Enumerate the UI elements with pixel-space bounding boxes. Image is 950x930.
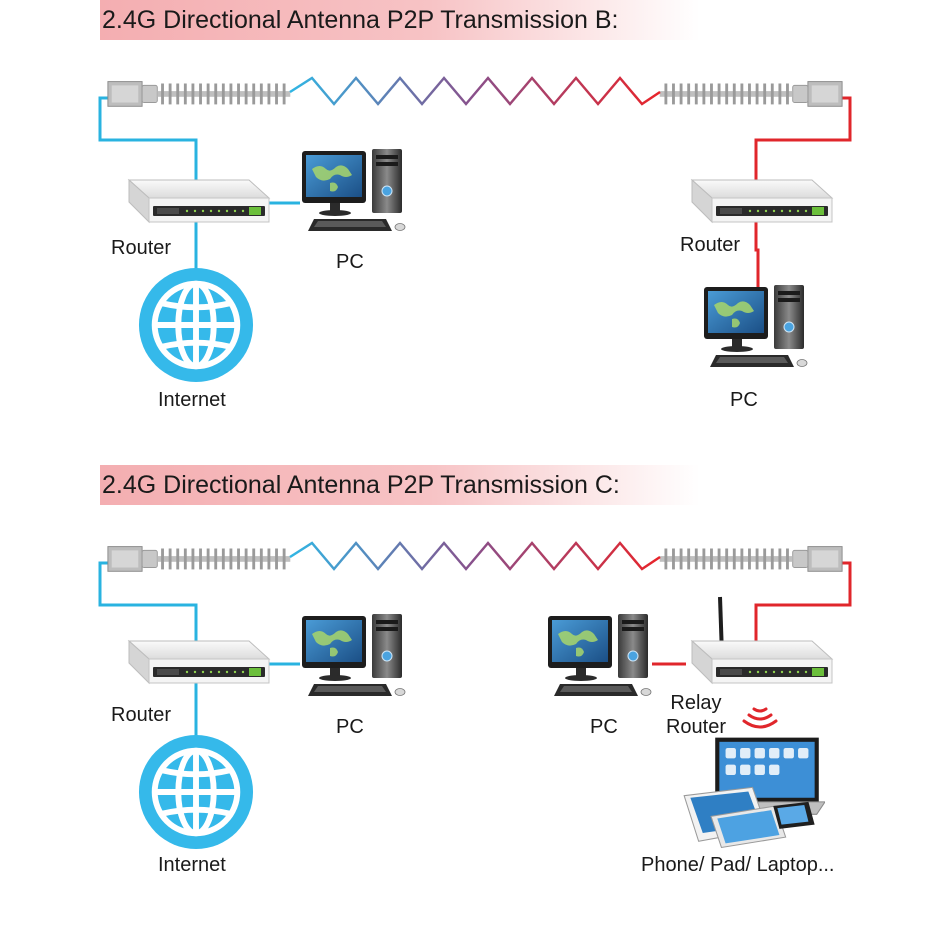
left-pc-label: PC [336,251,364,273]
left-router-label: Router [111,237,172,259]
pc-icon [703,284,808,368]
yagi-antenna-icon [659,546,843,572]
yagi-antenna-icon [107,81,291,107]
diagram-b [98,76,852,465]
right-antenna-cable [754,561,852,645]
internet-label: Internet [158,389,226,411]
devices-icon [683,737,825,848]
relay-router-label: Relay Router [665,692,727,738]
pc-icon [301,613,406,697]
section-title: 2.4G Directional Antenna P2P Transmissio… [102,6,619,34]
section-transmission-b: 2.4G Directional Antenna P2P Transmissio… [98,0,852,465]
globe-icon [139,268,253,382]
left-pc-label: PC [336,716,364,738]
wifi-signal-icon [742,707,778,729]
router-icon [691,179,833,223]
right-antenna-cable [754,96,852,180]
pc-icon [301,148,406,232]
signal-wave [289,76,661,106]
section-transmission-c: 2.4G Directional Antenna P2P Transmissio… [0,465,950,930]
right-router-label: Router [680,234,741,256]
router-pc-cable-right [754,222,760,300]
internet-label: Internet [158,854,226,876]
left-antenna-cable [98,561,198,665]
router-icon [691,640,833,684]
pc-icon [547,613,652,697]
title-band [100,465,700,505]
right-pc-label: PC [730,389,758,411]
yagi-antenna-icon [107,546,291,572]
diagram-c [98,541,852,930]
router-icon [128,640,270,684]
router-icon [128,179,270,223]
section-title: 2.4G Directional Antenna P2P Transmissio… [102,471,620,499]
signal-wave [289,541,661,571]
left-router-label: Router [111,704,172,726]
right-pc-label: PC [590,716,618,738]
globe-icon [139,735,253,849]
devices-label: Phone/ Pad/ Laptop... [641,854,835,876]
left-antenna-cable [98,96,198,200]
yagi-antenna-icon [659,81,843,107]
title-band [100,0,700,40]
